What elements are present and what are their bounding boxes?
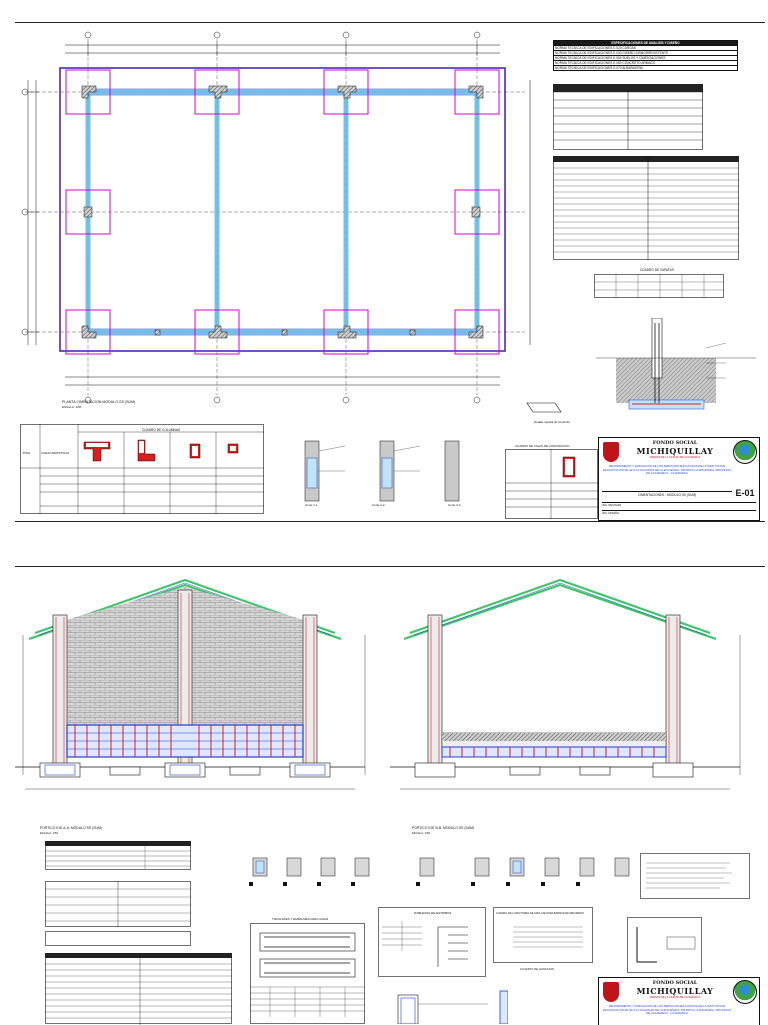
vigas-table <box>505 449 598 519</box>
corte-2-label: Corte 2-2 <box>372 503 385 507</box>
drawing-sheet-1: PLANTA CIMENTACION MODULO SS (SUM) ESCAL… <box>15 22 765 522</box>
sheet-code: E-01 <box>735 488 755 498</box>
sheet-border-top <box>15 22 765 23</box>
ganchos-title: CUADRO DE GANCHOS <box>520 967 555 971</box>
tb-row-diseno: ING. DISEÑO <box>602 510 756 515</box>
vigas-title: CUADRO DE VIGAS DE CORONACION <box>515 444 570 448</box>
traslapes-diagram <box>250 923 365 1024</box>
spec-table-materials <box>553 84 703 150</box>
portico-a-scale: ESCALA: 1/50 <box>40 831 59 835</box>
org-name-2: MICHIQUILLAY <box>636 986 714 996</box>
notes-table-right <box>640 853 750 899</box>
tb-row-revisor: ING. REVISOR <box>602 502 756 507</box>
foundation-plan <box>21 31 531 404</box>
section-detail-right <box>627 917 702 973</box>
zapatas-title: CUADRO DE ZAPATAS <box>640 268 674 272</box>
ganchos-table <box>493 907 593 963</box>
column-section-cortes <box>304 440 460 502</box>
traslapes-title: TRASLAPES Y EMPALMES PARA VIGAS <box>272 917 329 921</box>
org-name: MICHIQUILLAY <box>636 446 714 456</box>
org-sub: FRENTE DE LA CIUDAD DE CAJAMARCA <box>649 456 701 459</box>
columnas-table <box>20 424 264 514</box>
title-block-1: FONDO SOCIAL MICHIQUILLAY FRENTE DE LA C… <box>598 437 760 521</box>
project-desc-2: MEJORAMIENTO Y AMPLIACION DE LOS SERVICI… <box>602 1004 732 1016</box>
footing-section-detail <box>596 318 756 410</box>
columnas-header-caract: CARACTERISTICAS <box>41 451 70 455</box>
tuberias-title: CUADRO DE LONGITUDES DE ANCLAJE PARA BAR… <box>496 912 584 915</box>
title-block-2: FONDO SOCIAL MICHIQUILLAY FRENTE DE LA C… <box>598 977 760 1025</box>
org-sub-2: FRENTE DE LA CIUDAD DE CAJAMARCA <box>649 996 701 999</box>
corte-3-label: Corte 3-3 <box>448 503 461 507</box>
rebar-detail <box>526 402 562 413</box>
org-top: FONDO SOCIAL <box>652 440 698 446</box>
columnas-header-piso: PISO <box>23 451 31 455</box>
shield-logo-icon <box>603 442 619 462</box>
stirrup-detail <box>397 990 508 1024</box>
emblem-icon-2 <box>733 980 757 1004</box>
sheet-desc: CIMENTACIONES - MODULO SS (SUM) <box>602 491 732 497</box>
sheet-border-bottom <box>15 521 765 522</box>
spec-table-technical <box>553 156 739 260</box>
portico-elevation-b <box>390 578 741 790</box>
spec-table-analysis: ESPECIFICACIONES DE ANALISIS Y DISEÑO NO… <box>553 40 738 71</box>
shield-logo-icon-2 <box>603 982 619 1002</box>
beam-sections-row <box>249 857 630 886</box>
drawing-sheet-2: PORTICO EJE A-A: MODULO SS (SUM) ESCALA:… <box>0 545 768 1025</box>
spec-tables-lower <box>45 841 232 1025</box>
columnas-title: CUADRO DE COLUMNAS <box>142 428 181 432</box>
dobleces-diagram <box>378 907 486 977</box>
plan-scale: ESCALA: 1/50 <box>62 405 82 409</box>
plan-title: PLANTA CIMENTACION MODULO SS (SUM) <box>62 400 136 404</box>
zapatas-table <box>594 274 724 298</box>
portico-a-title: PORTICO EJE A-A: MODULO SS (SUM) <box>40 826 102 830</box>
portico-elevation-a <box>15 578 366 790</box>
corte-1-label: Corte 1-1 <box>305 503 318 507</box>
detalle-label: Detalle zapata de Cimiento <box>534 420 571 424</box>
org-top-2: FONDO SOCIAL <box>652 980 698 986</box>
portico-b-title: PORTICO EJE B-B: MODULO SS (SUM) <box>412 826 475 830</box>
sheet-border-top-2 <box>15 566 765 567</box>
dobleces-title: DOBLECES DE ESTRIBOS <box>414 911 452 915</box>
emblem-icon <box>733 440 757 464</box>
portico-b-scale: ESCALA: 1/50 <box>412 831 431 835</box>
project-desc: MEJORAMIENTO Y AMPLIACION DE LOS SERVICI… <box>602 464 732 476</box>
